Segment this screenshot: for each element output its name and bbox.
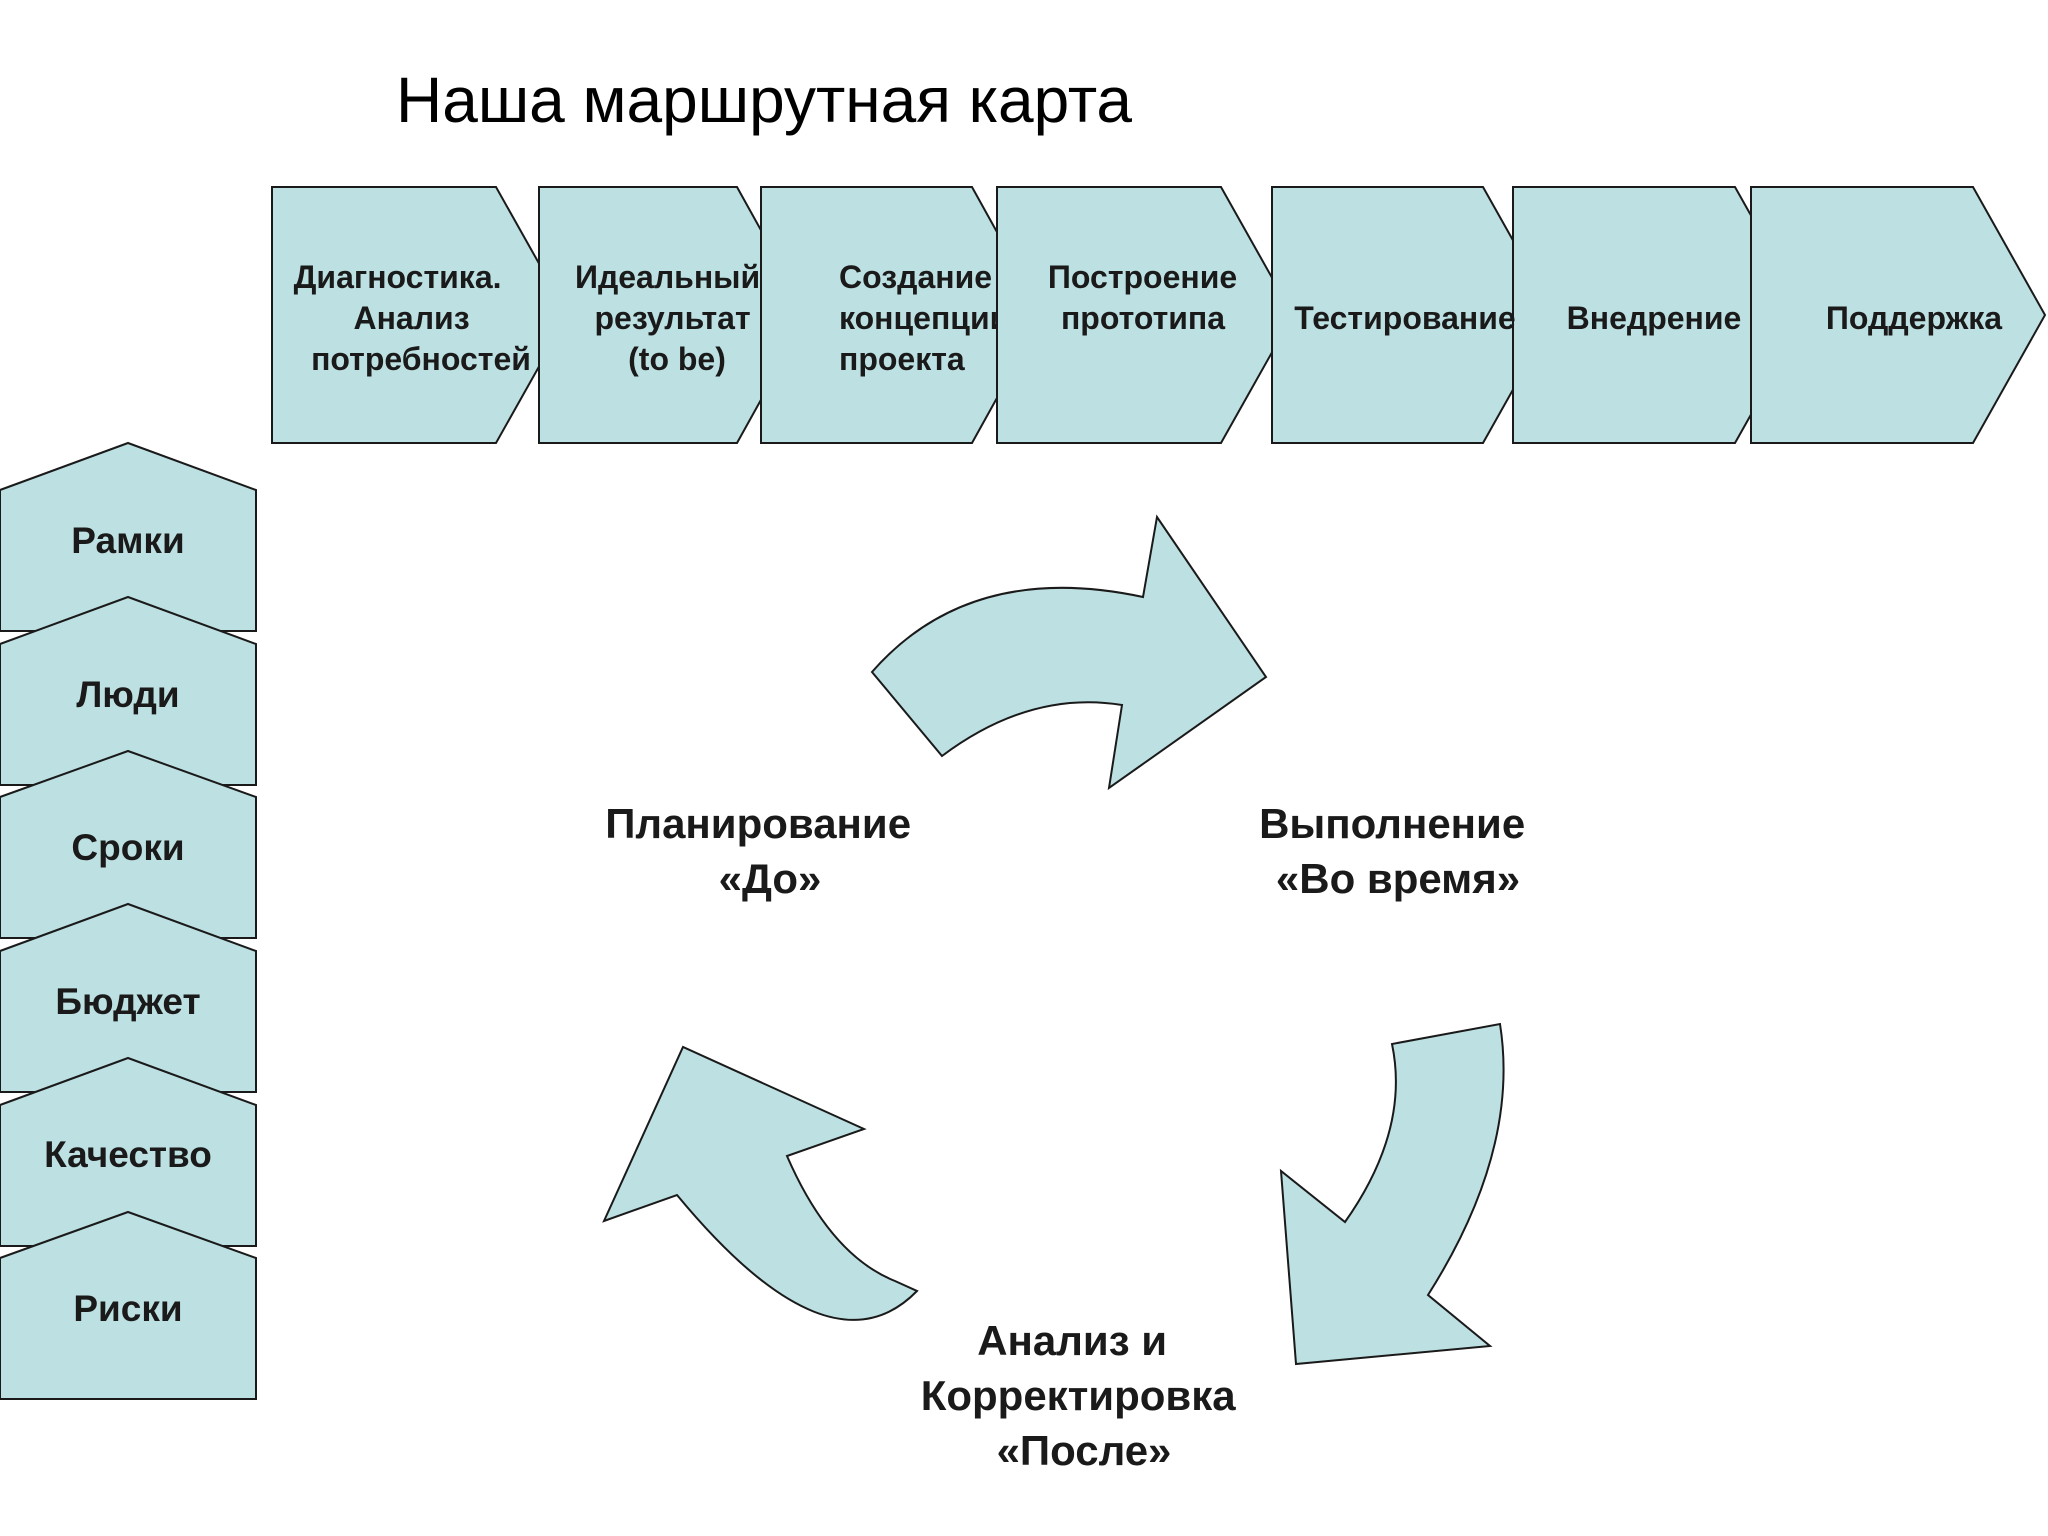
constraint-quality: Качество bbox=[0, 1056, 257, 1247]
step-testing-label: Тестирование bbox=[1294, 300, 1515, 336]
phase-analysis-label: Анализ и Корректировка «После» bbox=[921, 1317, 1248, 1474]
step-concept: Создание концепции проекта bbox=[760, 186, 1045, 444]
constraint-risks: Риски bbox=[0, 1210, 257, 1400]
process-steps: Диагностика. Анализ потребностей Идеальн… bbox=[271, 186, 2047, 444]
curved-arrow-down-icon bbox=[1279, 1022, 1505, 1366]
step-ideal-result-label: Идеальный результат (to be) bbox=[575, 259, 769, 377]
step-diagnostics-label: Диагностика. Анализ потребностей bbox=[294, 259, 531, 377]
constraint-budget: Бюджет bbox=[0, 902, 257, 1093]
slide-title: Наша маршрутная карта bbox=[396, 64, 1132, 136]
step-deployment-label: Внедрение bbox=[1567, 300, 1742, 336]
constraint-people-label: Люди bbox=[76, 674, 179, 715]
constraint-quality-label: Качество bbox=[44, 1134, 212, 1175]
step-prototype-label: Построение прототипа bbox=[1048, 259, 1246, 336]
constraint-people: Люди bbox=[0, 595, 257, 786]
constraint-budget-label: Бюджет bbox=[55, 981, 200, 1022]
cycle-labels: Планирование «До» Выполнение «Во время» … bbox=[605, 800, 1537, 1474]
cycle-arrows bbox=[602, 514, 1505, 1366]
step-prototype: Построение прототипа bbox=[996, 186, 1295, 444]
constraint-risks-label: Риски bbox=[73, 1288, 182, 1329]
phase-planning-label: Планирование «До» bbox=[605, 800, 923, 902]
constraint-time-label: Сроки bbox=[71, 827, 184, 868]
constraint-scope: Рамки bbox=[0, 441, 257, 632]
step-concept-label: Создание концепции проекта bbox=[839, 259, 1018, 377]
constraint-scope-label: Рамки bbox=[71, 520, 184, 561]
curved-arrow-up-icon bbox=[602, 1045, 919, 1321]
phase-execution-label: Выполнение «Во время» bbox=[1259, 800, 1537, 902]
step-diagnostics: Диагностика. Анализ потребностей bbox=[271, 186, 570, 444]
step-support bbox=[1750, 186, 2047, 444]
step-support-label: Поддержка bbox=[1826, 300, 2002, 336]
curved-arrow-right-icon bbox=[870, 514, 1268, 791]
constraints: Рамки Люди Сроки Бюджет Качество Риски bbox=[0, 441, 257, 1400]
constraint-time: Сроки bbox=[0, 749, 257, 939]
